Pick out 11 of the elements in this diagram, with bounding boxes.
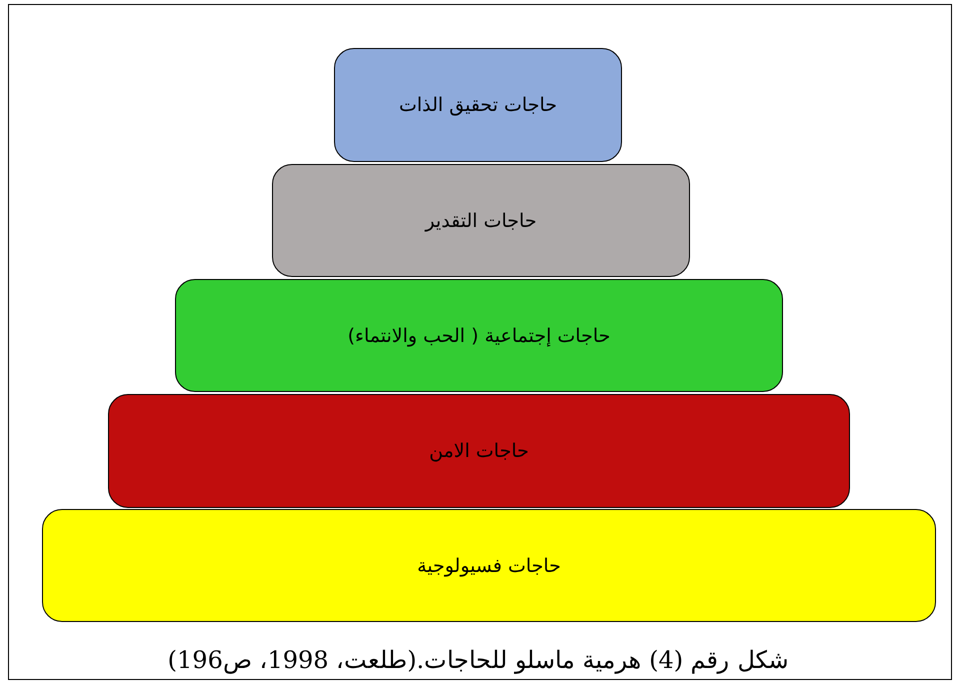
level-label: حاجات تحقيق الذات — [399, 94, 557, 116]
pyramid-level-box — [175, 279, 783, 392]
level-label: حاجات التقدير — [425, 210, 537, 232]
pyramid-level-box — [108, 394, 850, 508]
pyramid-level-box — [334, 48, 622, 162]
pyramid-level-box — [42, 509, 936, 622]
level-label: حاجات الامن — [429, 440, 529, 462]
level-label: حاجات إجتماعية ( الحب والانتماء) — [348, 324, 610, 346]
pyramid-level-box — [272, 164, 690, 277]
figure-caption: شكل رقم (4) هرمية ماسلو للحاجات.(طلعت، 1998، ص196) — [166, 646, 790, 674]
level-label: حاجات فسيولوجية — [417, 554, 561, 576]
